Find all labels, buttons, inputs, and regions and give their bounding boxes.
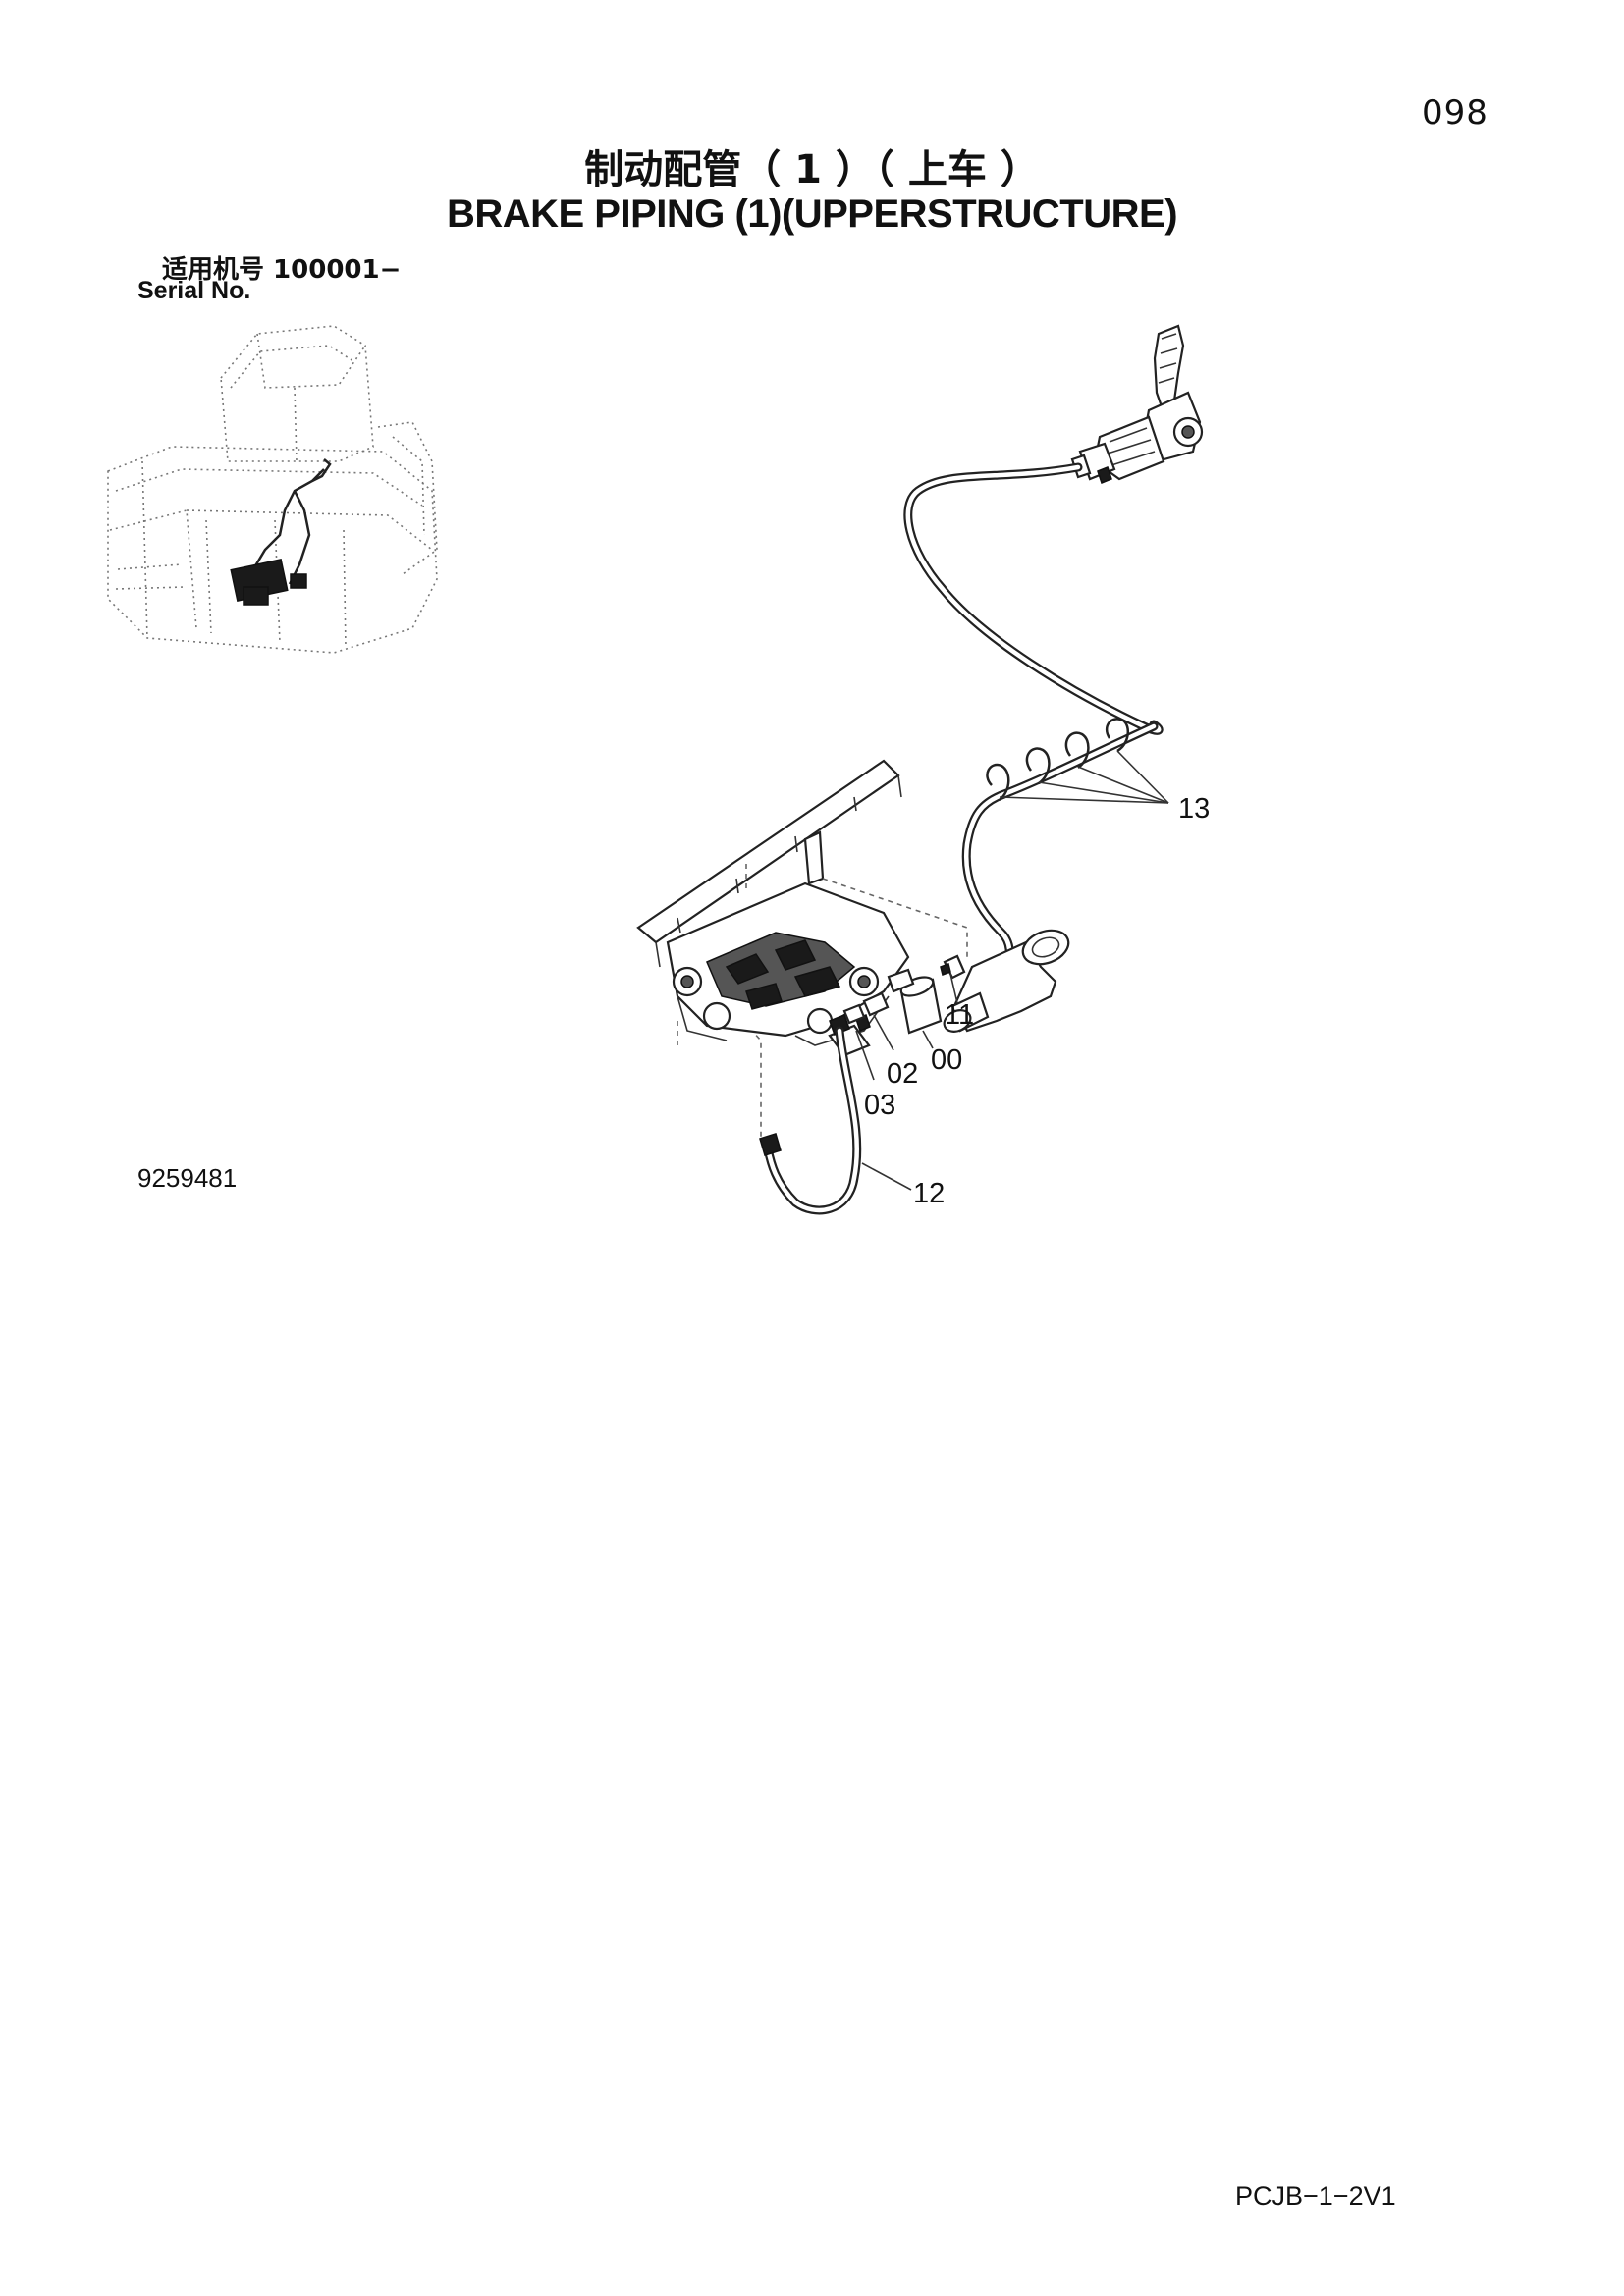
page-number: 098 [1422, 93, 1489, 133]
callout-02: 02 [887, 1058, 919, 1090]
brake-valve-block [666, 881, 910, 1057]
brake-hose-12 [759, 1026, 912, 1215]
title-chinese: 制动配管（ 1 ）（ 上车 ） [584, 147, 1040, 192]
serial-label-chinese: 适用机号 100001− [162, 255, 402, 285]
serial-label-english: Serial No. [137, 277, 251, 304]
callout-12: 12 [913, 1178, 946, 1209]
title-english: BRAKE PIPING (1)(UPPERSTRUCTURE) [446, 192, 1178, 236]
excavator-location-thumbnail [107, 325, 438, 654]
callout-03: 03 [864, 1090, 896, 1121]
elbow-fitting [943, 929, 1070, 1033]
fittings-02-03 [829, 991, 890, 1036]
callout-13: 13 [1178, 793, 1211, 825]
line-filter-00 [887, 968, 943, 1035]
callout-00: 00 [931, 1044, 963, 1076]
fitting-11 [940, 954, 966, 980]
mounting-plate [636, 759, 968, 1139]
callout-11: 11 [945, 999, 975, 1031]
document-code: PCJB−1−2V1 [1235, 2181, 1396, 2211]
callout-leaders [855, 973, 958, 1081]
brake-pedal-valve [1070, 324, 1204, 484]
drawing-number: 9259481 [137, 1163, 238, 1193]
pilot-hose-long [903, 462, 1164, 735]
hose-clamps-13 [961, 718, 1169, 972]
